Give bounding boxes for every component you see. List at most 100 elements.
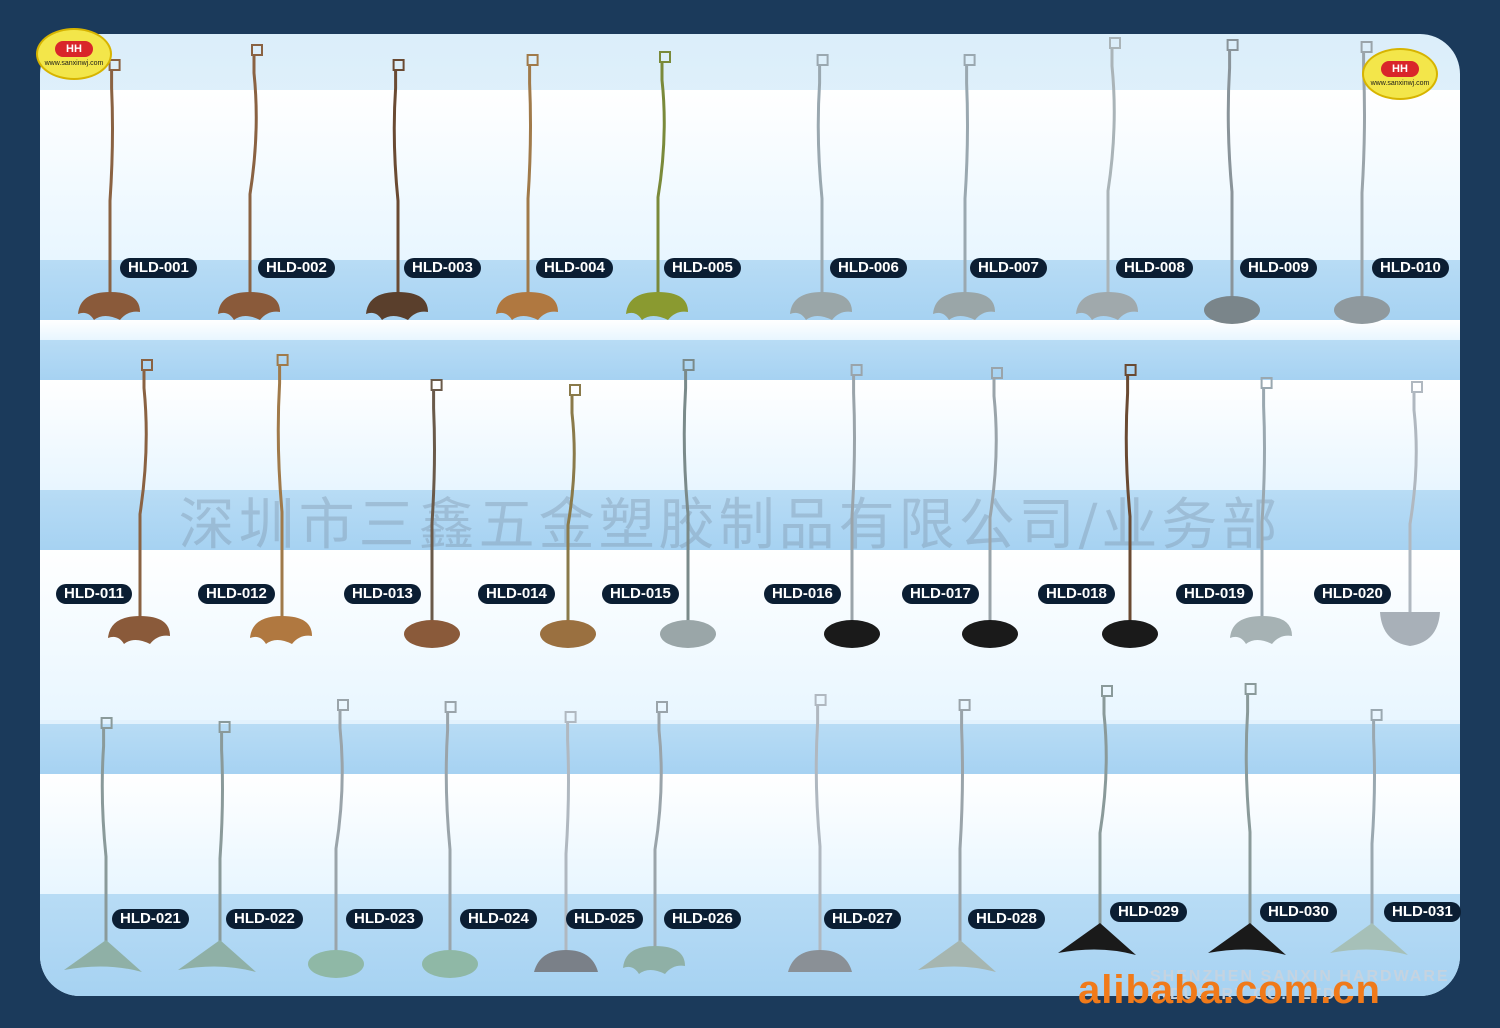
mount-bracket-icon bbox=[958, 699, 971, 711]
product-code-label: HLD-017 bbox=[902, 584, 979, 604]
company-footer: SHENZHEN SANXIN HARDWARE INDUSTRY CO., L… bbox=[1150, 968, 1450, 1003]
product-code-label: HLD-015 bbox=[602, 584, 679, 604]
mount-bracket-icon bbox=[569, 384, 581, 396]
product-code-label: HLD-021 bbox=[112, 909, 189, 929]
mount-bracket-icon bbox=[108, 59, 121, 71]
stand-base bbox=[1334, 296, 1390, 324]
stand-hld-021 bbox=[64, 717, 142, 972]
stand-hld-023 bbox=[308, 699, 364, 978]
logo-mark-icon: HH bbox=[1381, 61, 1419, 77]
stand-pole bbox=[1370, 720, 1376, 945]
stand-base bbox=[1208, 923, 1286, 955]
stand-pole bbox=[653, 712, 663, 962]
stand-base bbox=[790, 292, 852, 320]
logo-url: www.sanxinwj.com bbox=[44, 60, 104, 67]
mount-bracket-icon bbox=[1260, 377, 1273, 389]
stand-pole bbox=[1244, 694, 1252, 945]
stand-pole bbox=[334, 710, 344, 962]
stand-pole bbox=[656, 62, 666, 308]
product-code-label: HLD-022 bbox=[226, 909, 303, 929]
stand-base bbox=[422, 950, 478, 978]
mount-bracket-icon bbox=[564, 711, 577, 723]
site-watermark: alibaba.com.cn bbox=[1078, 968, 1381, 1012]
stand-base bbox=[1230, 616, 1292, 644]
stand-pole bbox=[392, 70, 400, 308]
stand-base bbox=[626, 292, 688, 320]
stand-pole bbox=[850, 375, 856, 632]
mount-bracket-icon bbox=[251, 44, 263, 56]
mount-bracket-icon bbox=[1124, 364, 1137, 376]
stand-base bbox=[308, 950, 364, 978]
stand-pole bbox=[248, 55, 258, 308]
stand-base bbox=[1076, 292, 1138, 320]
product-code-label: HLD-014 bbox=[478, 584, 555, 604]
stand-hld-017 bbox=[962, 367, 1018, 648]
stand-base bbox=[108, 616, 170, 644]
product-code-label: HLD-013 bbox=[344, 584, 421, 604]
product-code-label: HLD-010 bbox=[1372, 258, 1449, 278]
logo-mark-icon: HH bbox=[55, 41, 93, 57]
stand-hld-016 bbox=[824, 364, 880, 648]
product-code-label: HLD-028 bbox=[968, 909, 1045, 929]
stand-base bbox=[1380, 612, 1440, 646]
stand-base bbox=[534, 950, 598, 972]
product-code-label: HLD-012 bbox=[198, 584, 275, 604]
mount-bracket-icon bbox=[1101, 685, 1113, 697]
stand-pole bbox=[958, 710, 964, 962]
stand-base bbox=[962, 620, 1018, 648]
logo-url: www.sanxinwj.com bbox=[1370, 80, 1430, 87]
product-code-label: HLD-016 bbox=[764, 584, 841, 604]
product-code-label: HLD-023 bbox=[346, 909, 423, 929]
stand-pole bbox=[1098, 696, 1108, 945]
stand-pole bbox=[682, 370, 690, 632]
stand-hld-022 bbox=[178, 721, 256, 972]
mount-bracket-icon bbox=[1244, 683, 1257, 695]
band-row3-light bbox=[40, 774, 1460, 894]
stand-hld-028 bbox=[918, 699, 996, 972]
company-watermark: 深圳市三鑫五金塑胶制品有限公司/业务部 bbox=[178, 493, 1282, 558]
stand-hld-025 bbox=[534, 711, 598, 972]
stand-base bbox=[496, 292, 558, 320]
stand-hld-008 bbox=[1076, 37, 1138, 320]
stand-base bbox=[64, 940, 142, 972]
stand-base bbox=[250, 616, 312, 644]
stand-base bbox=[933, 292, 995, 320]
mount-bracket-icon bbox=[392, 59, 405, 71]
stand-hld-018 bbox=[1102, 364, 1158, 648]
stand-pole bbox=[816, 65, 824, 308]
stand-base bbox=[1102, 620, 1158, 648]
mount-bracket-icon bbox=[430, 379, 443, 391]
stand-base bbox=[1330, 923, 1408, 955]
stand-base bbox=[218, 292, 280, 320]
stand-pole bbox=[444, 712, 452, 962]
stand-pole bbox=[1260, 388, 1266, 632]
product-panel bbox=[40, 34, 1460, 996]
product-code-label: HLD-020 bbox=[1314, 584, 1391, 604]
product-code-label: HLD-030 bbox=[1260, 902, 1337, 922]
product-code-label: HLD-009 bbox=[1240, 258, 1317, 278]
mount-bracket-icon bbox=[1360, 41, 1373, 53]
product-code-label: HLD-027 bbox=[824, 909, 901, 929]
stand-base bbox=[78, 292, 140, 320]
product-code-label: HLD-005 bbox=[664, 258, 741, 278]
stand-hld-026 bbox=[623, 701, 685, 974]
mount-bracket-icon bbox=[682, 359, 695, 371]
stand-base bbox=[660, 620, 716, 648]
stand-pole bbox=[963, 65, 969, 308]
mount-bracket-icon bbox=[814, 694, 827, 706]
product-code-label: HLD-026 bbox=[664, 909, 741, 929]
stand-pole bbox=[1360, 52, 1366, 308]
stand-hld-027 bbox=[788, 694, 852, 972]
company-logo-left: HH www.sanxinwj.com bbox=[36, 28, 112, 80]
product-code-label: HLD-004 bbox=[536, 258, 613, 278]
mount-bracket-icon bbox=[1226, 39, 1239, 51]
stand-pole bbox=[108, 70, 114, 308]
mount-bracket-icon bbox=[659, 51, 671, 63]
stand-hld-015 bbox=[660, 359, 716, 648]
band-row2-light bbox=[40, 380, 1460, 490]
stand-base bbox=[540, 620, 596, 648]
stand-hld-011 bbox=[108, 359, 170, 644]
stand-base bbox=[623, 946, 685, 974]
